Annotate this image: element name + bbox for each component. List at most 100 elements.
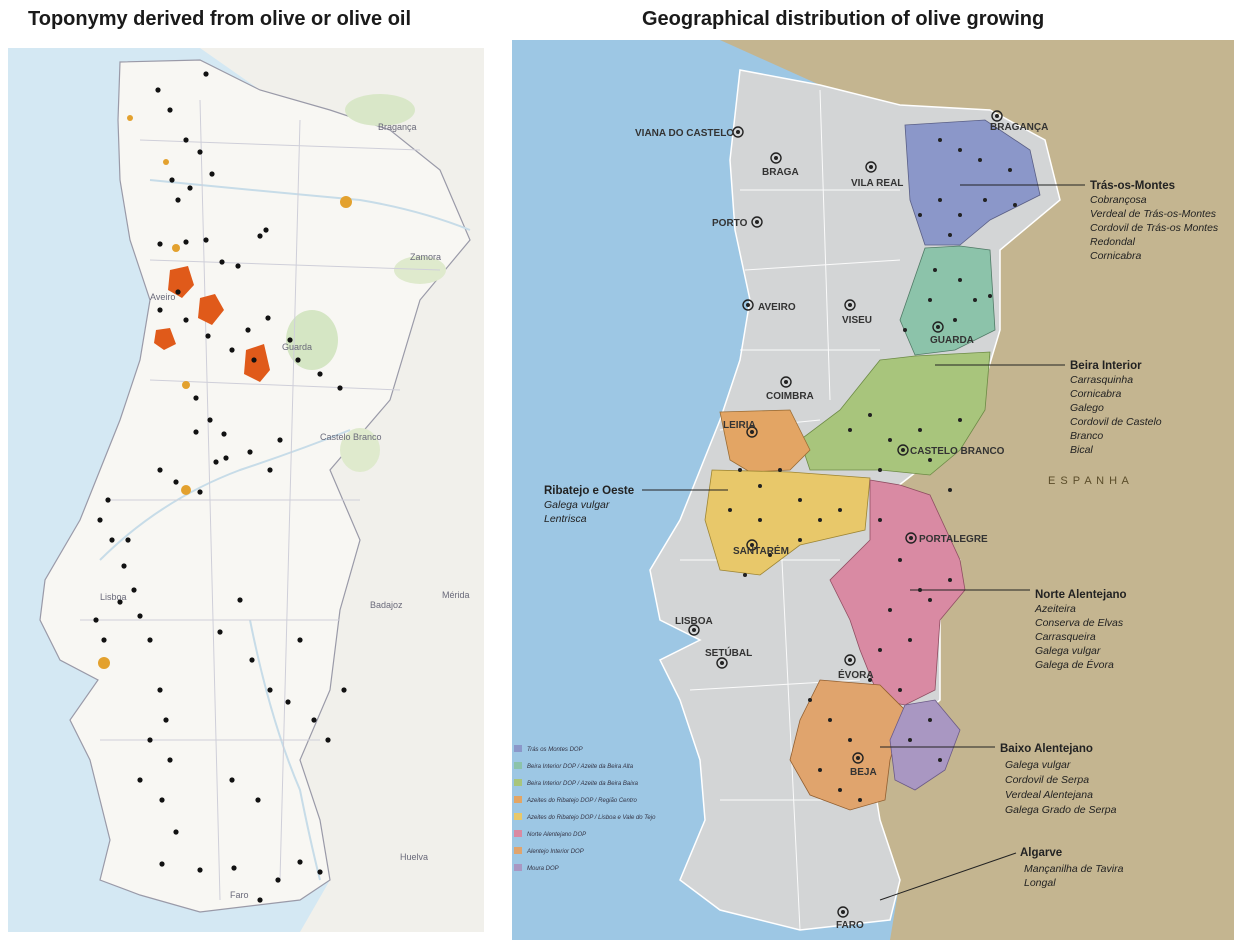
town-dot bbox=[1013, 203, 1017, 207]
right-map-title: Geographical distribution of olive growi… bbox=[642, 8, 1045, 30]
toponym-dot bbox=[275, 877, 281, 883]
toponym-dot bbox=[125, 537, 131, 543]
toponym-dot bbox=[277, 437, 283, 443]
town-dot bbox=[958, 148, 962, 152]
toponym-dot bbox=[183, 137, 189, 143]
town-dot bbox=[848, 428, 852, 432]
town-dot bbox=[928, 458, 932, 462]
town-dot bbox=[858, 798, 862, 802]
toponym-dot bbox=[169, 177, 175, 183]
town-dot bbox=[838, 508, 842, 512]
toponym-dot bbox=[197, 867, 203, 873]
toponym-dot bbox=[205, 333, 211, 339]
town-dot bbox=[928, 718, 932, 722]
city-label: AVEIRO bbox=[758, 302, 796, 313]
legend-swatch bbox=[514, 864, 522, 871]
toponym-dot bbox=[297, 859, 303, 865]
town-dot bbox=[848, 738, 852, 742]
region-town-dots bbox=[728, 138, 1017, 802]
region-norte-alentejano bbox=[829, 479, 966, 706]
map-legend: Trás os Montes DOP Beira Interior DOP / … bbox=[514, 745, 656, 872]
town-dot bbox=[918, 428, 922, 432]
toponym-dot bbox=[109, 537, 115, 543]
town-dot bbox=[903, 328, 907, 332]
city-label: VIANA DO CASTELO bbox=[635, 128, 734, 139]
city-label: VILA REAL bbox=[851, 178, 903, 189]
town-dot bbox=[948, 488, 952, 492]
toponym-dot bbox=[217, 629, 223, 635]
variety-label: Carrasquinha bbox=[1070, 374, 1133, 386]
city-label: BRAGA bbox=[762, 167, 799, 178]
toponym-dot bbox=[167, 107, 173, 113]
toponym-dot bbox=[117, 599, 123, 605]
toponym-dot bbox=[297, 637, 303, 643]
toponym-dot bbox=[231, 865, 237, 871]
town-dot bbox=[958, 213, 962, 217]
variety-label: Galega de Évora bbox=[1035, 658, 1114, 671]
toponym-dot bbox=[263, 227, 269, 233]
left-label: Castelo Branco bbox=[320, 432, 382, 442]
toponym-dot bbox=[223, 455, 229, 461]
region-label-norte-alentejano: Norte Alentejano bbox=[1035, 589, 1127, 601]
legend-label: Alentejo Interior DOP bbox=[526, 849, 584, 855]
toponym-parish bbox=[172, 244, 180, 252]
variety-label: Cornicabra bbox=[1070, 388, 1122, 400]
toponym-dot bbox=[163, 717, 169, 723]
variety-label: Branco bbox=[1070, 430, 1103, 442]
toponym-dot bbox=[159, 861, 165, 867]
toponym-parish bbox=[127, 115, 133, 121]
region-label-ribatejo-oeste: Ribatejo e Oeste bbox=[544, 485, 634, 497]
toponym-dot bbox=[255, 797, 261, 803]
town-dot bbox=[728, 508, 732, 512]
town-dot bbox=[888, 608, 892, 612]
town-dot bbox=[1008, 168, 1012, 172]
toponym-area bbox=[154, 328, 176, 350]
town-dot bbox=[988, 294, 992, 298]
toponym-dot bbox=[167, 757, 173, 763]
town-dot bbox=[938, 138, 942, 142]
variety-label: Redondal bbox=[1090, 236, 1136, 248]
town-dot bbox=[888, 438, 892, 442]
variety-label: Conserva de Elvas bbox=[1035, 617, 1124, 629]
variety-label: Azeiteira bbox=[1034, 603, 1076, 615]
town-dot bbox=[798, 538, 802, 542]
toponym-dot bbox=[267, 687, 273, 693]
city-label: BEJA bbox=[850, 767, 877, 778]
toponym-dot bbox=[175, 289, 181, 295]
town-dot bbox=[868, 413, 872, 417]
toponym-dot bbox=[121, 563, 127, 569]
town-dot bbox=[838, 788, 842, 792]
town-dot bbox=[933, 268, 937, 272]
left-map-title: Toponymy derived from olive or olive oil bbox=[28, 8, 412, 30]
toponym-dot bbox=[229, 347, 235, 353]
legend-swatch bbox=[514, 779, 522, 786]
toponym-dot bbox=[265, 315, 271, 321]
toponym-dot bbox=[93, 617, 99, 623]
toponym-dot bbox=[213, 459, 219, 465]
region-label-baixo-alentejano: Baixo Alentejano bbox=[1000, 743, 1093, 755]
legend-label: Moura DOP bbox=[527, 866, 559, 872]
toponym-dot bbox=[203, 237, 209, 243]
toponym-dot bbox=[207, 417, 213, 423]
variety-label: Lentrisca bbox=[544, 513, 587, 525]
toponym-dot bbox=[235, 263, 241, 269]
left-park-estrela bbox=[286, 310, 338, 370]
toponym-dot bbox=[257, 233, 263, 239]
variety-label: Cordovil de Serpa bbox=[1005, 774, 1089, 786]
toponym-dot bbox=[157, 241, 163, 247]
town-dot bbox=[908, 738, 912, 742]
legend-label: Beira Interior DOP / Azeite da Beira Bai… bbox=[527, 781, 639, 787]
town-dot bbox=[868, 678, 872, 682]
city-label: BRAGANÇA bbox=[990, 122, 1048, 133]
variety-label: Cordovil de Trás-os Montes bbox=[1090, 222, 1219, 234]
region-label-algarve: Algarve bbox=[1020, 847, 1062, 859]
left-label: Lisboa bbox=[100, 592, 127, 602]
town-dot bbox=[878, 468, 882, 472]
toponym-dot bbox=[101, 637, 107, 643]
left-label: Aveiro bbox=[150, 292, 175, 302]
city-label: VISEU bbox=[842, 315, 872, 326]
town-dot bbox=[918, 213, 922, 217]
variety-label: Galega vulgar bbox=[1035, 645, 1101, 657]
city-label: LISBOA bbox=[675, 616, 713, 627]
town-dot bbox=[938, 758, 942, 762]
